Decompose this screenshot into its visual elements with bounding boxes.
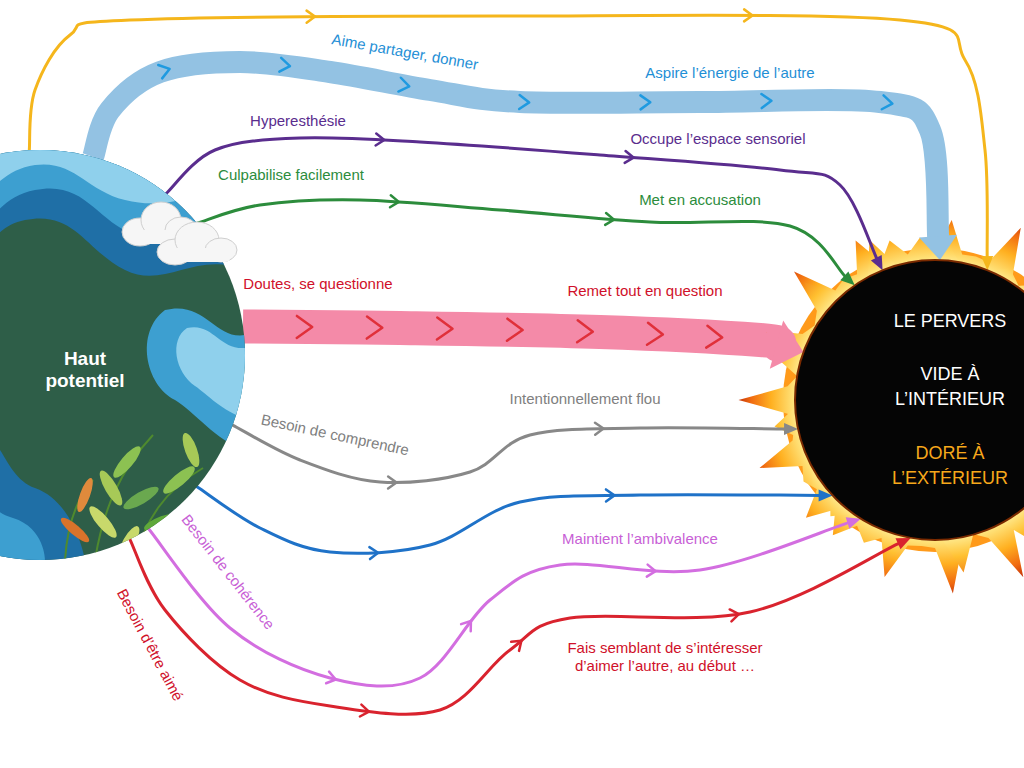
globe-node: Haut potentiel bbox=[0, 150, 245, 560]
illustration-part bbox=[0, 443, 45, 560]
arrow-head bbox=[784, 423, 798, 435]
illustration-part bbox=[0, 150, 245, 561]
node-label: LE PERVERS bbox=[880, 309, 1020, 334]
direction-chevron bbox=[158, 62, 171, 78]
flame-rays bbox=[770, 237, 1024, 573]
illustration-part bbox=[0, 150, 245, 301]
node-label: Haut potentiel bbox=[35, 348, 135, 392]
flow-line bbox=[197, 200, 846, 277]
arrow-label: Doutes, se questionne bbox=[243, 275, 392, 293]
node-label: DORÉ À L’EXTÉRIEUR bbox=[880, 441, 1020, 491]
illustration-part bbox=[199, 483, 232, 508]
illustration-part bbox=[122, 202, 237, 265]
illustration-part bbox=[110, 443, 145, 481]
direction-chevron bbox=[360, 705, 370, 718]
arrow-label: Besoin de comprendre bbox=[259, 411, 410, 460]
behaviour-label: Met en accusation bbox=[639, 191, 761, 209]
direction-chevron bbox=[388, 476, 396, 488]
direction-chevron bbox=[730, 608, 740, 621]
direction-chevron bbox=[640, 95, 650, 109]
illustration-part bbox=[165, 248, 231, 262]
behaviour-label: Remet tout en question bbox=[567, 282, 722, 300]
illustration-part bbox=[96, 468, 126, 509]
direction-chevron bbox=[367, 317, 383, 339]
illustration-part bbox=[160, 463, 198, 498]
node-text-column: LE PERVERS VIDE À L’INTÉRIEUR DORÉ À L’EXT… bbox=[880, 309, 1020, 491]
flow-line bbox=[130, 539, 900, 714]
node-label: VIDE À L’INTÉRIEUR bbox=[880, 362, 1020, 412]
flow-arrow bbox=[29, 9, 993, 270]
illustration-part bbox=[176, 327, 245, 418]
illustration-part bbox=[179, 431, 203, 469]
direction-chevron bbox=[326, 672, 337, 686]
flow-line bbox=[29, 15, 987, 258]
flow-line bbox=[197, 487, 821, 553]
direction-chevron bbox=[761, 94, 771, 108]
arrow-label: Besoin d’être aimé bbox=[113, 586, 187, 704]
direction-chevron bbox=[595, 423, 604, 435]
behaviour-label: Aspire l’énergie de l’autre bbox=[645, 64, 814, 82]
node-text-column: Haut potentiel bbox=[35, 348, 135, 392]
arrow-head bbox=[871, 255, 883, 270]
direction-chevron bbox=[369, 547, 378, 559]
illustration-part bbox=[115, 523, 143, 560]
flow-line bbox=[166, 138, 877, 260]
behaviour-label: Fais semblant de s’intéresser d’aimer l’… bbox=[550, 639, 780, 675]
direction-chevron bbox=[307, 11, 315, 23]
direction-chevron bbox=[605, 213, 614, 226]
arrow-head bbox=[896, 538, 911, 549]
illustration-part bbox=[0, 150, 245, 210]
direction-chevron bbox=[706, 326, 723, 349]
arrow-label: Hyperesthésie bbox=[250, 112, 346, 130]
direction-chevron bbox=[647, 565, 656, 578]
direction-chevron bbox=[882, 95, 894, 110]
arrow-head bbox=[846, 517, 861, 528]
illustration-part bbox=[0, 399, 85, 560]
direction-chevron bbox=[437, 318, 453, 340]
arrow-head bbox=[770, 321, 804, 369]
direction-chevron bbox=[744, 9, 752, 21]
arrow-label: Aime partager, donner bbox=[330, 30, 479, 74]
illustration-part bbox=[142, 510, 184, 535]
behaviour-label: Maintient l’ambivalence bbox=[562, 530, 718, 548]
flow-arrow bbox=[93, 58, 957, 260]
direction-chevron bbox=[390, 195, 399, 208]
direction-chevron bbox=[511, 636, 525, 651]
arrow-label: Culpabilise facilement bbox=[218, 166, 364, 184]
direction-chevron bbox=[461, 617, 476, 631]
flow-arrow bbox=[243, 316, 803, 369]
node-shape bbox=[0, 150, 245, 560]
direction-chevron bbox=[606, 489, 614, 501]
flow-band bbox=[243, 327, 779, 346]
arrow-head bbox=[919, 235, 957, 260]
illustration-part bbox=[86, 503, 121, 541]
flow-arrow bbox=[197, 487, 833, 559]
illustration-part bbox=[0, 150, 245, 560]
arrow-head bbox=[840, 271, 854, 285]
direction-chevron bbox=[398, 78, 410, 94]
behaviour-label: Intentionnellement flou bbox=[510, 390, 661, 408]
direction-chevron bbox=[519, 95, 529, 109]
illustration-part bbox=[147, 308, 245, 450]
direction-chevron bbox=[625, 151, 634, 164]
sun-node: LE PERVERS VIDE À L’INTÉRIEUR DORÉ À L’EXT… bbox=[795, 260, 1024, 540]
direction-chevron bbox=[376, 133, 385, 145]
direction-chevron bbox=[279, 58, 291, 73]
illustration-part bbox=[58, 515, 92, 546]
direction-chevron bbox=[577, 320, 593, 342]
flow-arrow bbox=[130, 538, 911, 718]
direction-chevron bbox=[507, 319, 523, 341]
direction-chevron bbox=[647, 323, 663, 346]
arrow-label: Besoin de cohérence bbox=[178, 511, 279, 633]
behaviour-label: Occupe l’espace sensoriel bbox=[630, 130, 805, 148]
illustration-part bbox=[121, 483, 162, 513]
direction-chevron bbox=[297, 316, 313, 338]
flow-arrow bbox=[197, 195, 855, 285]
illustration-part bbox=[74, 476, 96, 513]
illustration-part bbox=[795, 260, 1024, 540]
flame-rays bbox=[739, 220, 1024, 594]
